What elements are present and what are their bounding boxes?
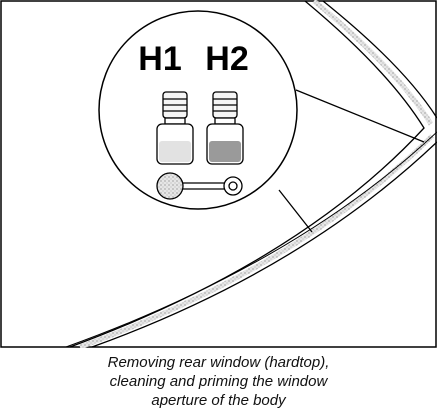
bottle-h1-contents [159,141,191,162]
glass-edge-inner [91,141,437,348]
glass-edge-strip [79,134,434,348]
window-aperture-illustration: H1 H2 [0,0,437,348]
leader-line-upper [295,89,425,143]
bottle-h2 [206,91,244,165]
caption-line-2: cleaning and priming the window [109,373,328,390]
bottle-h2-contents [209,141,241,162]
caption-line-1: Removing rear window (hardtop), [107,354,330,371]
figure-caption: Removing rear window (hardtop), cleaning… [0,348,437,420]
bottle-h1 [156,91,194,165]
bottle-h1-neck [164,117,186,125]
felt-applicator [156,172,243,200]
seal-strip [312,0,434,126]
felt-applicator-pad [156,172,184,200]
detail-circle [98,10,298,210]
illustration-frame [0,0,437,348]
bottle-h2-neck [214,117,236,125]
caption-line-3: aperture of the body [151,392,286,409]
leader-lines [278,89,425,233]
seal-inner-edge [322,0,437,119]
glass-edge-outer [65,131,437,348]
bottle-label-h1: H1 [138,40,181,78]
window-aperture-edges [65,0,437,348]
leader-line-lower [278,189,313,233]
bottle-label-h2: H2 [205,40,248,78]
